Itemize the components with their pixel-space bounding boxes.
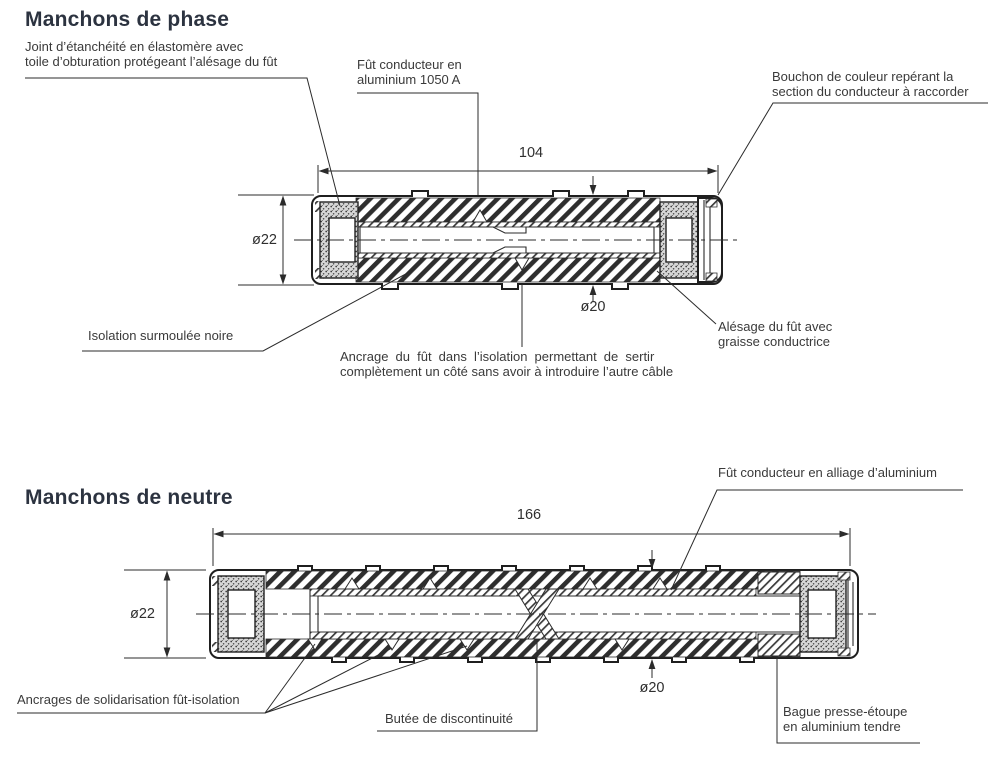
neutre-dimension-lines bbox=[124, 528, 851, 678]
isolation-surmoulee-label: Isolation surmoulée noire bbox=[88, 328, 234, 343]
neutre-sleeve-drawing bbox=[196, 565, 876, 663]
phase-outer-diameter-dimension: ø22 bbox=[252, 232, 277, 248]
neutre-leader-lines bbox=[17, 489, 963, 744]
bouchon-couleur-line2: section du conducteur à raccorder bbox=[772, 83, 969, 99]
ancrage-fut-label: Ancrage du fût dans l’isolation permetta… bbox=[340, 349, 674, 379]
joint-etancheite-label: Joint d’étanchéité en élastomère avec to… bbox=[25, 39, 278, 69]
bague-presse-etoupe-label: Bague presse-étoupe en aluminium tendre bbox=[783, 704, 908, 734]
joint-etancheite-line1: Joint d’étanchéité en élastomère avec bbox=[25, 39, 244, 54]
phase-sleeve-drawing bbox=[294, 190, 742, 290]
neutre-section-title: Manchons de neutre bbox=[25, 486, 233, 509]
bague-presse-etoupe-line2: en aluminium tendre bbox=[783, 718, 901, 734]
neutre-outer-diameter-dimension: ø22 bbox=[130, 606, 155, 622]
joint-etancheite-line2: toile d’obturation protégeant l’alésage … bbox=[25, 53, 278, 69]
fut-aluminium-line1: Fût conducteur en bbox=[357, 57, 462, 72]
phase-leader-lines bbox=[25, 77, 988, 352]
ancrage-fut-line2: complètement un côté sans avoir à introd… bbox=[340, 363, 674, 379]
fut-aluminium-line2: aluminium 1050 A bbox=[357, 71, 461, 87]
ancrage-fut-line1: Ancrage du fût dans l’isolation permetta… bbox=[340, 349, 655, 364]
phase-dimension-lines bbox=[238, 165, 719, 302]
fut-alliage-label: Fût conducteur en alliage d’aluminium bbox=[718, 465, 937, 480]
butee-discontinuite-label: Butée de discontinuité bbox=[385, 711, 513, 726]
alesage-fut-line2: graisse conductrice bbox=[718, 333, 830, 349]
phase-bore-diameter-dimension: ø20 bbox=[580, 299, 606, 315]
bouchon-couleur-label: Bouchon de couleur repérant la section d… bbox=[772, 69, 969, 99]
ancrages-solidarisation-label: Ancrages de solidarisation fût-isolation bbox=[17, 692, 240, 707]
bouchon-couleur-line1: Bouchon de couleur repérant la bbox=[772, 69, 954, 84]
phase-section-title: Manchons de phase bbox=[25, 8, 230, 31]
alesage-fut-label: Alésage du fût avec graisse conductrice bbox=[718, 319, 833, 349]
phase-length-dimension: 104 bbox=[518, 145, 544, 161]
fut-aluminium-label: Fût conducteur en aluminium 1050 A bbox=[357, 57, 462, 87]
bague-presse-etoupe-line1: Bague presse-étoupe bbox=[783, 704, 908, 719]
neutre-length-dimension: 166 bbox=[516, 507, 542, 523]
neutre-bore-diameter-dimension: ø20 bbox=[639, 680, 665, 696]
alesage-fut-line1: Alésage du fût avec bbox=[718, 319, 833, 334]
